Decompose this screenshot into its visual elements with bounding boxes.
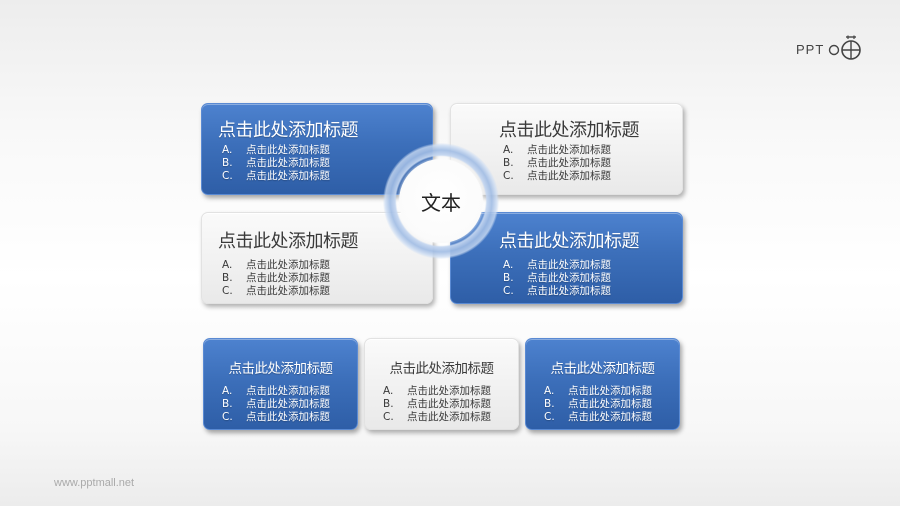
list-item: A.点击此处添加标题 [503,259,611,271]
card-list: A.点击此处添加标题 B.点击此处添加标题 C.点击此处添加标题 [383,385,491,424]
card-title: 点击此处添加标题 [389,361,495,377]
card-list: A.点击此处添加标题 B.点击此处添加标题 C.点击此处添加标题 [222,144,330,183]
logo: PPT [796,34,867,64]
card-top-left[interactable]: 点击此处添加标题 A.点击此处添加标题 B.点击此处添加标题 C.点击此处添加标… [201,103,433,195]
card-title: 点击此处添加标题 [228,361,334,377]
list-item: B.点击此处添加标题 [222,157,330,169]
list-item: A.点击此处添加标题 [503,144,611,156]
card-bottom-mid[interactable]: 点击此处添加标题 A.点击此处添加标题 B.点击此处添加标题 C.点击此处添加标… [364,338,519,430]
card-bottom-left[interactable]: 点击此处添加标题 A.点击此处添加标题 B.点击此处添加标题 C.点击此处添加标… [203,338,358,430]
card-mid-right[interactable]: 点击此处添加标题 A.点击此处添加标题 B.点击此处添加标题 C.点击此处添加标… [450,212,683,304]
card-list: A.点击此处添加标题 B.点击此处添加标题 C.点击此处添加标题 [222,259,330,298]
card-title: 点击此处添加标题 [550,361,656,377]
card-title: 点击此处添加标题 [218,120,359,141]
list-item: B.点击此处添加标题 [503,272,611,284]
center-circle[interactable]: 文本 [399,159,483,243]
list-item: A.点击此处添加标题 [383,385,491,397]
card-list: A.点击此处添加标题 B.点击此处添加标题 C.点击此处添加标题 [503,144,611,183]
card-list: A.点击此处添加标题 B.点击此处添加标题 C.点击此处添加标题 [544,385,652,424]
card-bottom-right[interactable]: 点击此处添加标题 A.点击此处添加标题 B.点击此处添加标题 C.点击此处添加标… [525,338,680,430]
card-title: 点击此处添加标题 [499,231,640,252]
list-item: C.点击此处添加标题 [222,285,330,297]
list-item: B.点击此处添加标题 [383,398,491,410]
footer-url: www.pptmall.net [54,477,135,489]
list-item: C.点击此处添加标题 [222,170,330,182]
card-list: A.点击此处添加标题 B.点击此处添加标题 C.点击此处添加标题 [503,259,611,298]
list-item: B.点击此处添加标题 [544,398,652,410]
card-top-right[interactable]: 点击此处添加标题 A.点击此处添加标题 B.点击此处添加标题 C.点击此处添加标… [450,103,683,195]
list-item: C.点击此处添加标题 [383,411,491,423]
list-item: B.点击此处添加标题 [222,398,330,410]
stopwatch-crosshair-icon [829,35,862,60]
list-item: B.点击此处添加标题 [503,157,611,169]
list-item: C.点击此处添加标题 [503,170,611,182]
list-item: A.点击此处添加标题 [222,259,330,271]
card-list: A.点击此处添加标题 B.点击此处添加标题 C.点击此处添加标题 [222,385,330,424]
card-title: 点击此处添加标题 [499,120,640,141]
list-item: C.点击此处添加标题 [544,411,652,423]
list-item: A.点击此处添加标题 [222,385,330,397]
logo-text: PPT [796,41,825,57]
list-item: B.点击此处添加标题 [222,272,330,284]
list-item: A.点击此处添加标题 [544,385,652,397]
card-title: 点击此处添加标题 [218,231,359,252]
list-item: A.点击此处添加标题 [222,144,330,156]
list-item: C.点击此处添加标题 [503,285,611,297]
center-label: 文本 [421,190,461,215]
list-item: C.点击此处添加标题 [222,411,330,423]
